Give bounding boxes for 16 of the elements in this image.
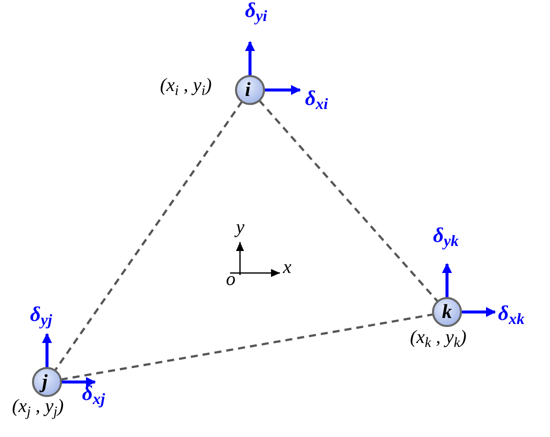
axis-label: x <box>283 258 292 277</box>
displacement-label: δ$_{xk}$ <box>498 303 525 324</box>
dashed-line <box>258 100 439 302</box>
node-circle <box>32 367 62 397</box>
node-label: k <box>442 302 452 322</box>
axis-label: o <box>226 270 236 289</box>
node-circle <box>235 75 265 105</box>
dashed-line <box>60 313 434 381</box>
coordinate-label: (x$_{i}$ , y$_{i}$) <box>160 76 212 95</box>
axis-label: y <box>236 218 244 237</box>
node-label: j <box>42 372 48 392</box>
coordinate-label: (x$_{k}$ , y$_{k}$) <box>410 328 466 347</box>
dashed-line <box>54 100 243 372</box>
displacement-label: δ$_{xi}$ <box>305 88 328 109</box>
node-circle <box>432 297 462 327</box>
node-label: i <box>245 80 251 100</box>
